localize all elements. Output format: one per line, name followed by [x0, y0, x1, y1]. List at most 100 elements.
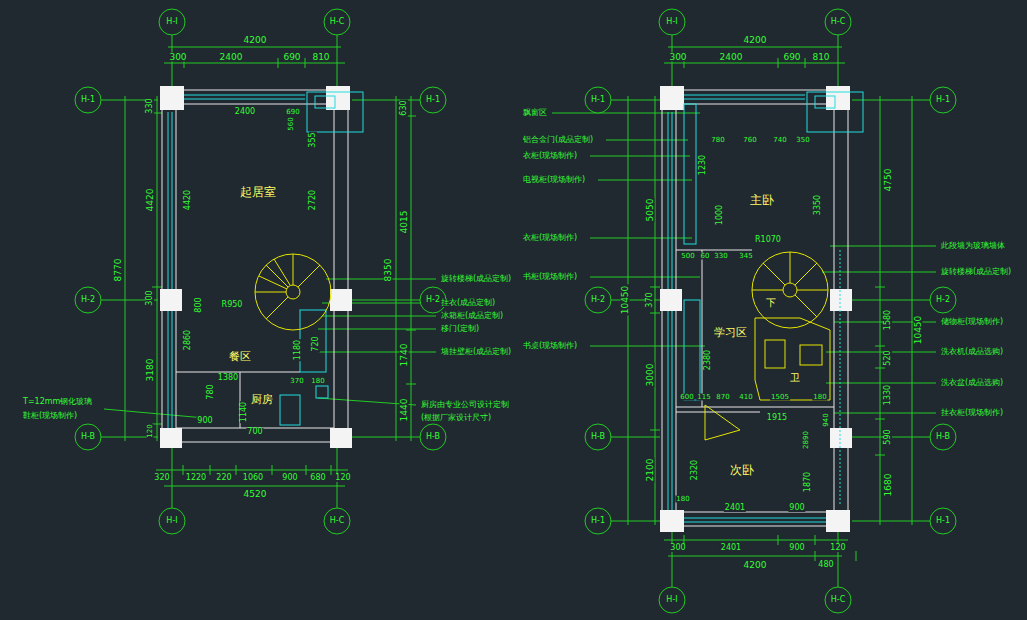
dimension-text: 8350 — [384, 258, 393, 283]
axis-bubble: H-1 — [419, 86, 447, 114]
room-name: 卫 — [789, 373, 801, 383]
note-text: 铝合金门(成品定制) — [522, 136, 594, 144]
dimension-text: 870 — [715, 394, 730, 401]
dimension-text: 740 — [772, 137, 787, 144]
room-name: 主卧 — [749, 194, 775, 206]
axis-label: H-C — [323, 507, 351, 535]
dimension-text: 1220 — [185, 474, 207, 482]
axis-bubble: H-I — [158, 8, 186, 36]
dimension-text: 500 — [680, 253, 695, 260]
dimension-text: R950 — [221, 301, 244, 309]
dimension-text: 700 — [246, 428, 263, 436]
note-text: 旋转楼梯(成品定制) — [440, 275, 512, 283]
dimension-text: 330 — [713, 253, 728, 260]
note-text: 挂衣柜(现场制作) — [940, 409, 1004, 417]
dimension-text: 2400 — [219, 53, 244, 62]
axis-bubble: H-B — [74, 423, 102, 451]
dimension-text: 2401 — [720, 544, 742, 552]
dimension-text: 2890 — [803, 430, 810, 450]
dimension-text: 760 — [742, 137, 757, 144]
dimension-text: 1915 — [766, 414, 788, 422]
axis-label: H-2 — [929, 286, 957, 314]
note-text: 书桌(现场制作) — [522, 342, 578, 350]
axis-bubble: H-C — [323, 507, 351, 535]
axis-bubble: H-C — [824, 8, 852, 36]
dimension-text: 115 — [696, 394, 711, 401]
dimension-text: 1330 — [884, 384, 892, 406]
dimension-text: 60 — [700, 253, 711, 260]
axis-bubble: H-B — [584, 423, 612, 451]
dimension-text: 690 — [282, 53, 301, 62]
dimension-text: 4200 — [743, 561, 768, 570]
dimension-text: 2401 — [724, 504, 746, 512]
dimension-text: 1680 — [884, 473, 893, 498]
axis-bubble: H-C — [824, 586, 852, 614]
dimension-text: 2720 — [309, 189, 317, 211]
axis-label: H-2 — [74, 286, 102, 314]
dimension-text: 120 — [147, 423, 154, 438]
axis-bubble: H-B — [419, 423, 447, 451]
dimension-text: 2400 — [234, 108, 256, 116]
axis-label: H-B — [584, 423, 612, 451]
dimension-text: 690 — [285, 109, 300, 116]
dimension-text: 1505 — [770, 394, 790, 401]
room-name: 次卧 — [729, 464, 755, 476]
note-text: T=12mm钢化玻璃 — [22, 398, 93, 406]
axis-label: H-1 — [584, 86, 612, 114]
dimension-text: 940 — [823, 412, 830, 427]
dimension-text: 180 — [310, 378, 325, 385]
dimension-text: 300 — [669, 544, 686, 552]
axis-bubble: H-I — [658, 8, 686, 36]
note-text: 墙挂壁柜(成品定制) — [440, 348, 512, 356]
note-text: 洗衣盆(成品选购) — [940, 379, 1004, 387]
dimension-text: 4520 — [243, 490, 268, 499]
dimension-text: 810 — [311, 53, 330, 62]
dimension-text: 1440 — [400, 398, 409, 423]
axis-label: H-C — [824, 8, 852, 36]
dimension-text: 900 — [788, 504, 805, 512]
dimension-text: 180 — [675, 496, 690, 503]
dimension-text: 590 — [884, 428, 892, 445]
dimension-text: 780 — [207, 383, 215, 400]
dimension-text: 4200 — [743, 36, 768, 45]
note-text: 电视柜(现场制作) — [522, 176, 586, 184]
note-text: 此段墙为玻璃墙体 — [940, 242, 1006, 250]
dimension-text: 355 — [309, 131, 317, 148]
dimension-text: 810 — [811, 53, 830, 62]
axis-label: H-C — [824, 586, 852, 614]
dimension-text: 8770 — [114, 258, 123, 283]
dimension-text: 300 — [146, 289, 154, 306]
dimension-text: 3180 — [146, 358, 155, 383]
axis-label: H-I — [158, 507, 186, 535]
note-text: 洗衣机(成品选购) — [940, 348, 1004, 356]
dimension-text: 5050 — [646, 198, 655, 223]
axis-bubble: H-2 — [74, 286, 102, 314]
dimension-text: 370 — [289, 378, 304, 385]
dimension-text: 680 — [309, 474, 326, 482]
dimension-text: 690 — [782, 53, 801, 62]
note-text: 飘窗区 — [522, 109, 548, 117]
axis-bubble: H-1 — [584, 507, 612, 535]
axis-label: H-B — [74, 423, 102, 451]
dimension-text: 4420 — [146, 188, 155, 213]
axis-bubble: H-B — [929, 423, 957, 451]
axis-label: H-I — [658, 8, 686, 36]
dimension-text: 4420 — [184, 189, 192, 211]
axis-label: H-B — [419, 423, 447, 451]
dimension-text: 220 — [215, 474, 232, 482]
dimension-text: 1140 — [240, 401, 248, 423]
note-text: 鞋柜(现场制作) — [22, 412, 78, 420]
note-text: 衣柜(现场制作) — [522, 234, 578, 242]
dimension-text: 2400 — [719, 53, 744, 62]
dimension-text: 720 — [312, 335, 320, 352]
dimension-text: 300 — [668, 53, 687, 62]
axis-bubble: H-C — [323, 8, 351, 36]
axis-bubble: H-2 — [929, 286, 957, 314]
axis-bubble: H-I — [158, 507, 186, 535]
dimension-text: 300 — [168, 53, 187, 62]
dimension-text: 3000 — [646, 363, 655, 388]
dimension-text: 900 — [788, 544, 805, 552]
room-name: 厨房 — [250, 394, 274, 405]
note-text: 储物柜(现场制作) — [940, 318, 1004, 326]
